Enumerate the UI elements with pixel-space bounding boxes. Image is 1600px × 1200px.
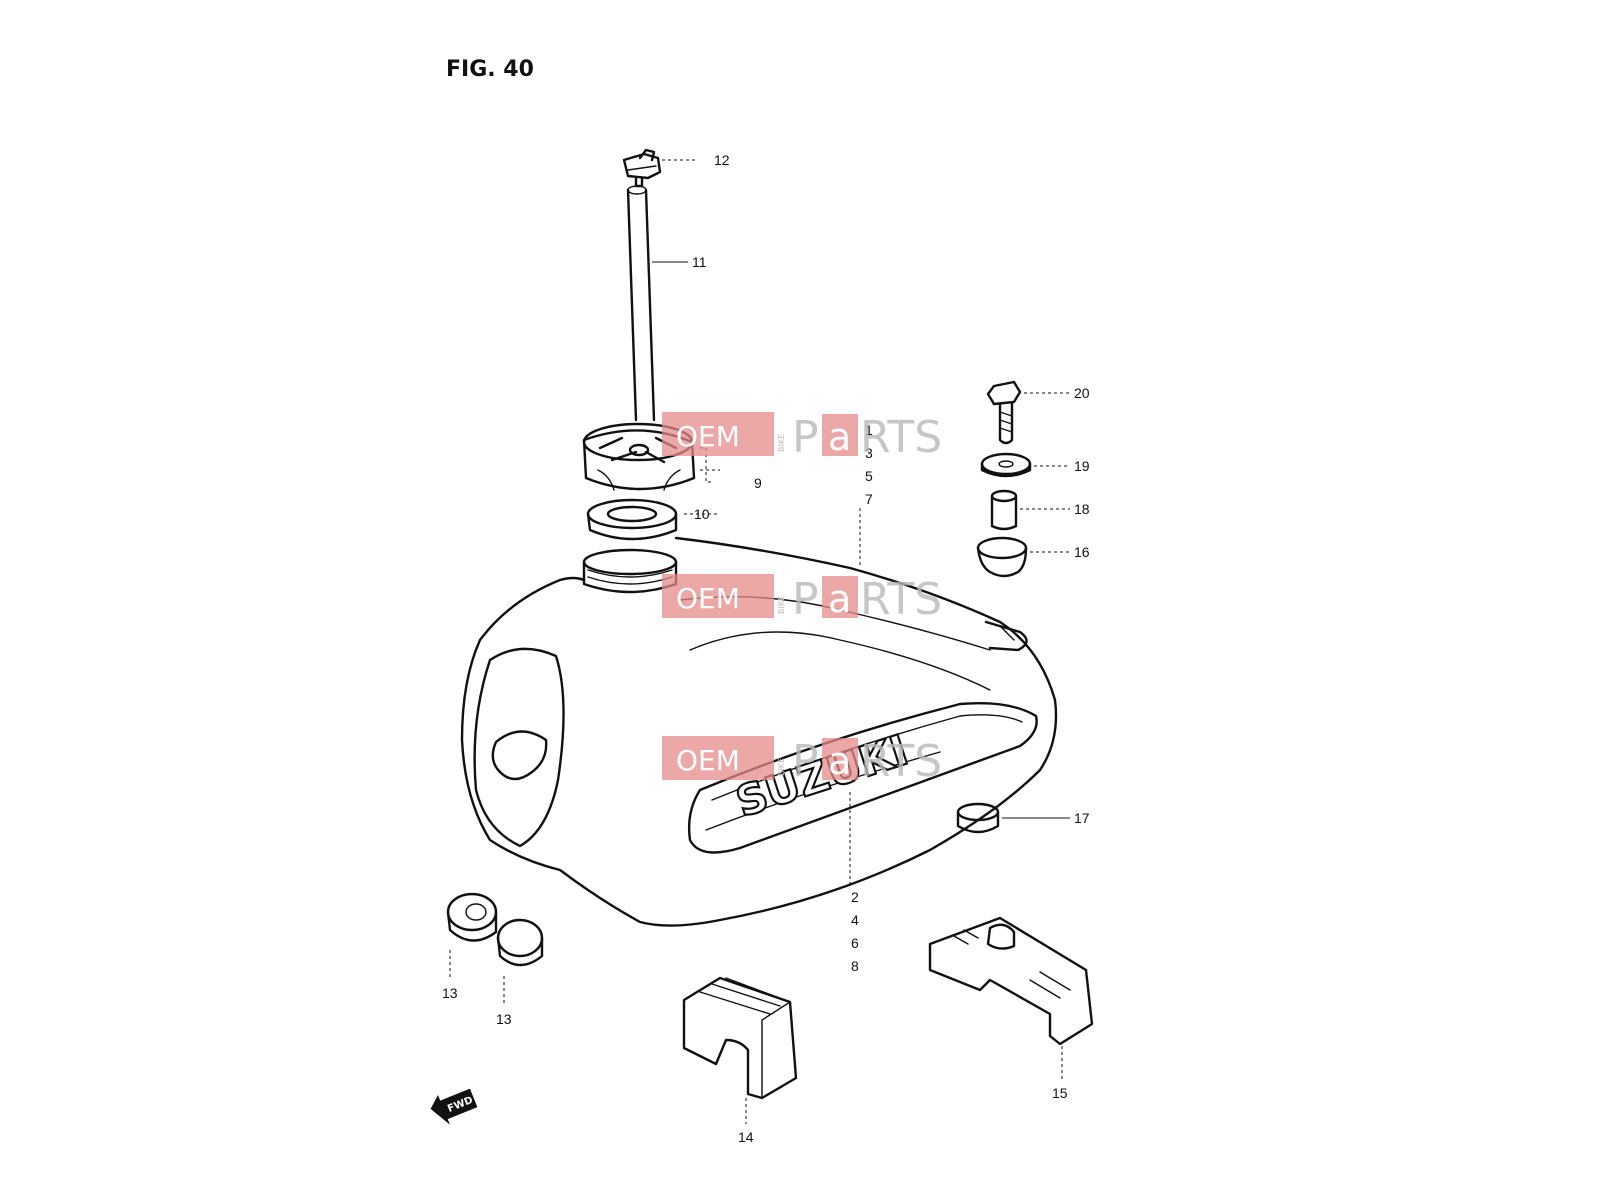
callout-6: 6 [851, 935, 859, 951]
svg-text:BIKE: BIKE [777, 758, 786, 776]
svg-text:OEM: OEM [676, 744, 740, 777]
cap-gasket-part-10 [586, 498, 678, 541]
callout-13-right: 13 [496, 1011, 512, 1027]
svg-text:RTS: RTS [860, 574, 942, 625]
callout-3: 3 [865, 445, 873, 461]
callout-7: 7 [865, 491, 873, 507]
svg-text:a: a [828, 577, 851, 621]
breather-fitting-part-12 [622, 148, 662, 188]
collar-part-18 [990, 489, 1018, 531]
watermark-row-2: OEM BIKE P a RTS [662, 574, 942, 625]
callout-12: 12 [714, 152, 730, 168]
callout-16: 16 [1074, 544, 1090, 560]
breather-hose-part-11 [626, 185, 656, 422]
forward-arrow-icon: FWD [430, 1088, 478, 1125]
callout-11: 11 [692, 254, 707, 270]
front-cushion-part-13b [496, 918, 544, 967]
svg-text:RTS: RTS [860, 736, 942, 787]
rear-cushion-part-14 [682, 976, 798, 1100]
svg-text:BIKE: BIKE [777, 434, 786, 452]
callout-19: 19 [1074, 458, 1090, 474]
callout-15: 15 [1052, 1085, 1068, 1101]
tank-bracket-part-15 [928, 916, 1094, 1046]
callout-20: 20 [1074, 385, 1090, 401]
svg-text:P: P [792, 736, 819, 787]
callout-labels: 12 11 9 10 1 3 5 7 2 4 6 8 20 19 18 16 1… [442, 152, 1090, 1145]
callout-17: 17 [1074, 810, 1090, 826]
front-cushion-part-13a [446, 892, 498, 942]
callout-18: 18 [1074, 501, 1090, 517]
svg-text:BIKE: BIKE [777, 596, 786, 614]
svg-text:OEM: OEM [676, 420, 740, 453]
callout-5: 5 [865, 468, 873, 484]
svg-text:P: P [792, 574, 819, 625]
watermark-row-3: OEM BIKE P a RTS [662, 736, 942, 787]
fuel-cap-part-9 [582, 422, 696, 491]
svg-text:a: a [828, 739, 851, 783]
watermark-row-1: OEM BIKE P a RTS [662, 412, 942, 463]
leader-lines [449, 159, 1070, 1124]
bolt-part-20 [986, 380, 1022, 445]
callout-9: 9 [754, 475, 762, 491]
callout-10: 10 [694, 506, 710, 522]
figure-title: FIG. 40 [446, 57, 534, 82]
callout-4: 4 [851, 912, 859, 928]
grommet-part-16 [976, 536, 1028, 578]
svg-text:OEM: OEM [676, 582, 740, 615]
svg-text:P: P [792, 412, 819, 463]
washer-part-19 [980, 452, 1032, 478]
callout-14: 14 [738, 1129, 754, 1145]
svg-text:a: a [828, 415, 851, 459]
callout-1: 1 [865, 422, 873, 438]
svg-text:RTS: RTS [860, 412, 942, 463]
callout-13-left: 13 [442, 985, 458, 1001]
callout-2: 2 [851, 889, 859, 905]
callout-8: 8 [851, 958, 859, 974]
cushion-part-17 [956, 802, 1000, 834]
